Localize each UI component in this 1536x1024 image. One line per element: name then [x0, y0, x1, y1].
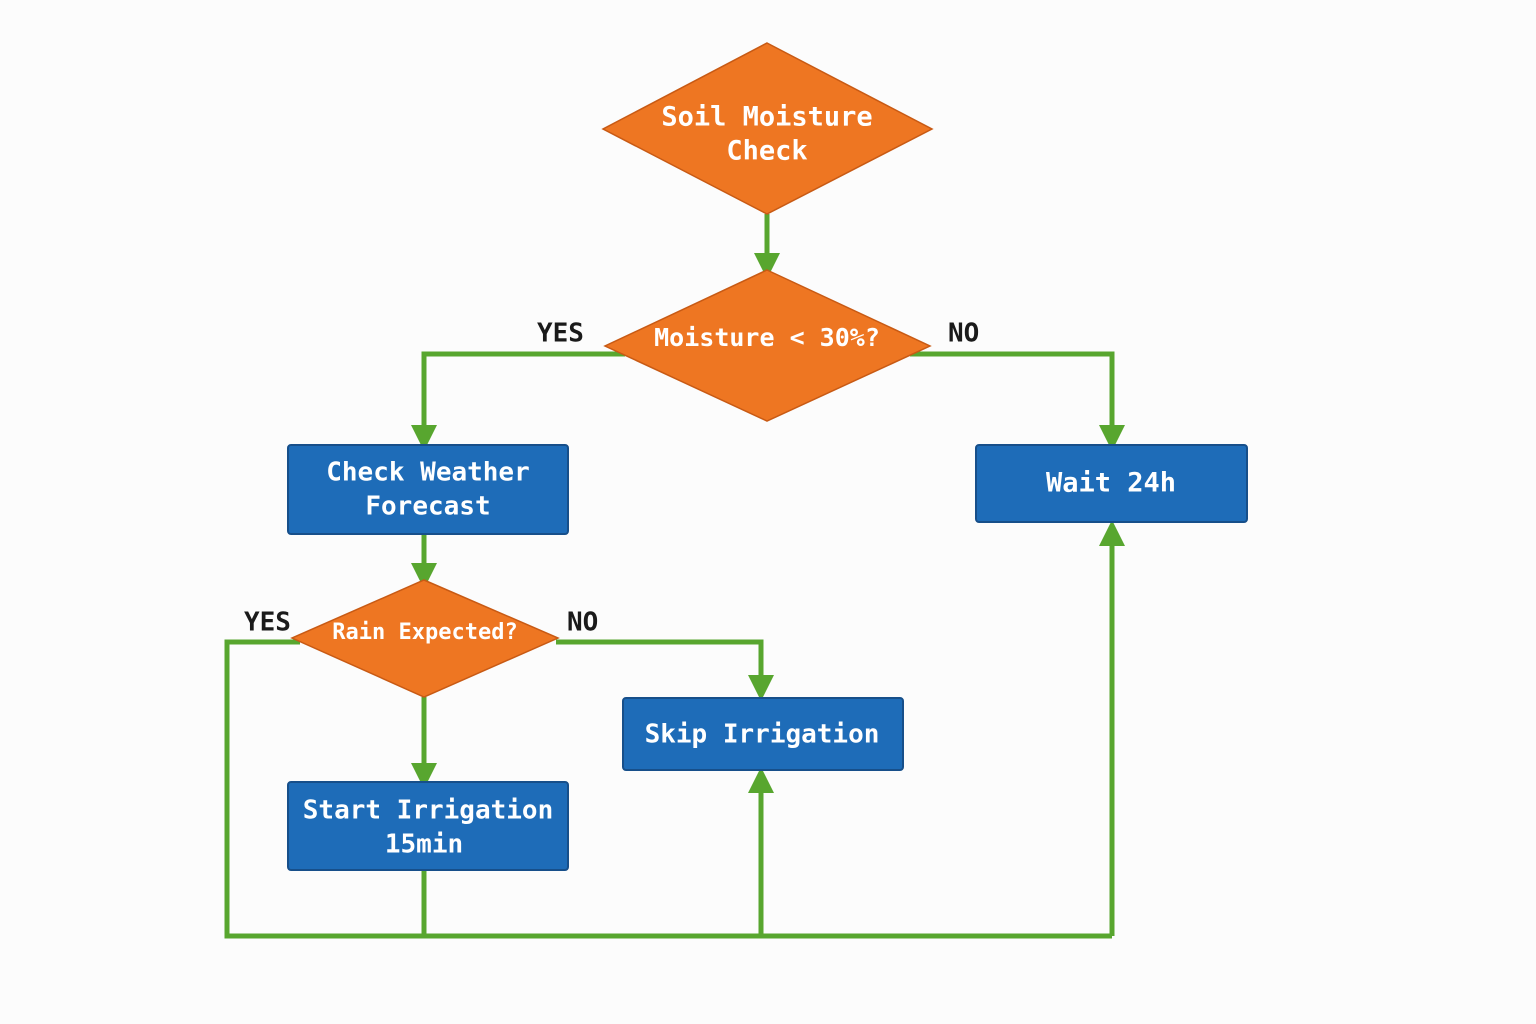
- check-weather-forecast-label-line2: Forecast: [365, 492, 490, 522]
- connector-rain-yes-loop: [224, 639, 1112, 939]
- moisture-yes-label: YES: [537, 319, 584, 349]
- rain-expected-label: Rain Expected?: [332, 620, 517, 645]
- connector-rain-no-to-skip: [556, 639, 774, 701]
- wait-24h-node: Wait 24h: [975, 444, 1248, 523]
- nodes: Soil Moisture Check Moisture < 30%? Chec…: [287, 42, 1248, 871]
- skip-irrigation-node: Skip Irrigation: [622, 697, 904, 771]
- connector-moisture-no-to-wait: [910, 351, 1125, 451]
- soil-moisture-check-label-line2: Check: [726, 136, 807, 167]
- start-irrigation-label-line1: Start Irrigation: [303, 796, 553, 826]
- start-irrigation-node: Start Irrigation 15min: [287, 781, 569, 871]
- soil-moisture-check-node: Soil Moisture Check: [601, 42, 934, 215]
- wait-24h-label: Wait 24h: [1046, 468, 1176, 499]
- soil-moisture-check-label-line1: Soil Moisture: [661, 102, 872, 133]
- start-irrigation-label-line2: 15min: [385, 830, 463, 860]
- connectors: [224, 214, 1125, 939]
- rain-yes-label: YES: [244, 608, 291, 638]
- moisture-threshold-decision: Moisture < 30%?: [603, 269, 932, 422]
- moisture-no-label: NO: [948, 319, 979, 349]
- skip-irrigation-label: Skip Irrigation: [645, 720, 880, 750]
- branch-labels: YES NO YES NO: [244, 319, 979, 638]
- check-weather-forecast-node: Check Weather Forecast: [287, 444, 569, 535]
- rain-expected-decision: Rain Expected?: [290, 579, 560, 698]
- connector-moisture-yes-to-weather: [411, 351, 625, 451]
- rain-no-label: NO: [567, 608, 598, 638]
- moisture-threshold-label: Moisture < 30%?: [654, 323, 880, 352]
- check-weather-forecast-label-line1: Check Weather: [326, 458, 530, 488]
